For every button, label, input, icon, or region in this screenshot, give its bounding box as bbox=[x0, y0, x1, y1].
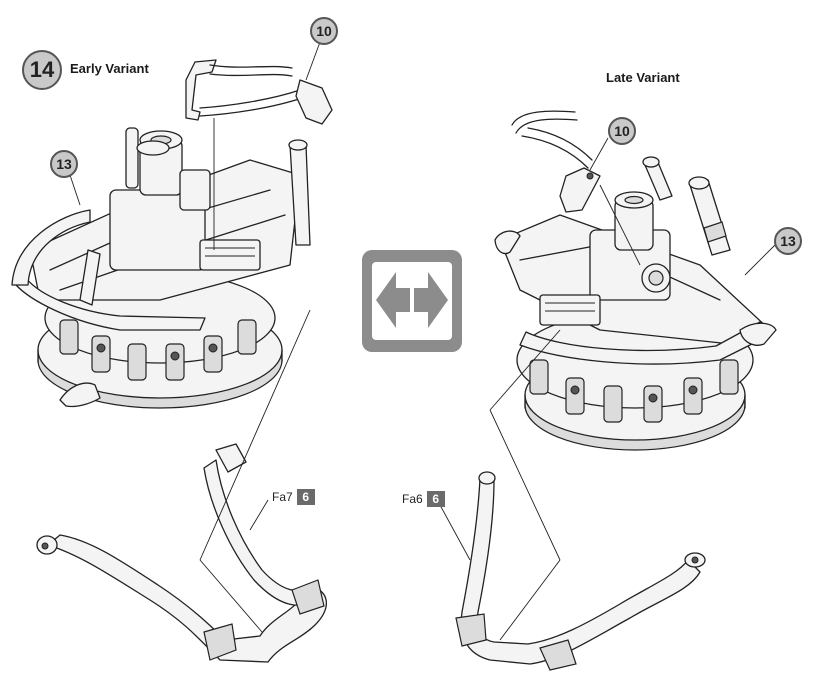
part-fa6-exhaust-pipe bbox=[455, 329, 706, 671]
part-code: Fa6 bbox=[402, 492, 423, 506]
sprue-number-box: 6 bbox=[296, 489, 315, 505]
late-engine-assembly bbox=[494, 156, 777, 451]
step-number-badge: 14 bbox=[22, 50, 62, 90]
swap-arrows-icon bbox=[362, 250, 462, 352]
early-engine-assembly bbox=[11, 127, 311, 409]
part-label-fa7: Fa7 6 bbox=[272, 489, 315, 505]
late-variant-title: Late Variant bbox=[606, 70, 680, 85]
callout-10-early: 10 bbox=[310, 17, 338, 45]
callout-13-early: 13 bbox=[50, 150, 78, 178]
late-hose-bracket bbox=[511, 110, 641, 266]
early-variant-title: Early Variant bbox=[70, 61, 149, 76]
part-label-fa6: Fa6 6 bbox=[402, 491, 445, 507]
early-hose-bracket bbox=[185, 59, 333, 250]
part-code: Fa7 bbox=[272, 490, 293, 504]
callout-13-late: 13 bbox=[774, 227, 802, 255]
part-fa7-exhaust-pipe bbox=[36, 309, 328, 663]
callout-10-late: 10 bbox=[608, 117, 636, 145]
sprue-number-box: 6 bbox=[426, 491, 445, 507]
